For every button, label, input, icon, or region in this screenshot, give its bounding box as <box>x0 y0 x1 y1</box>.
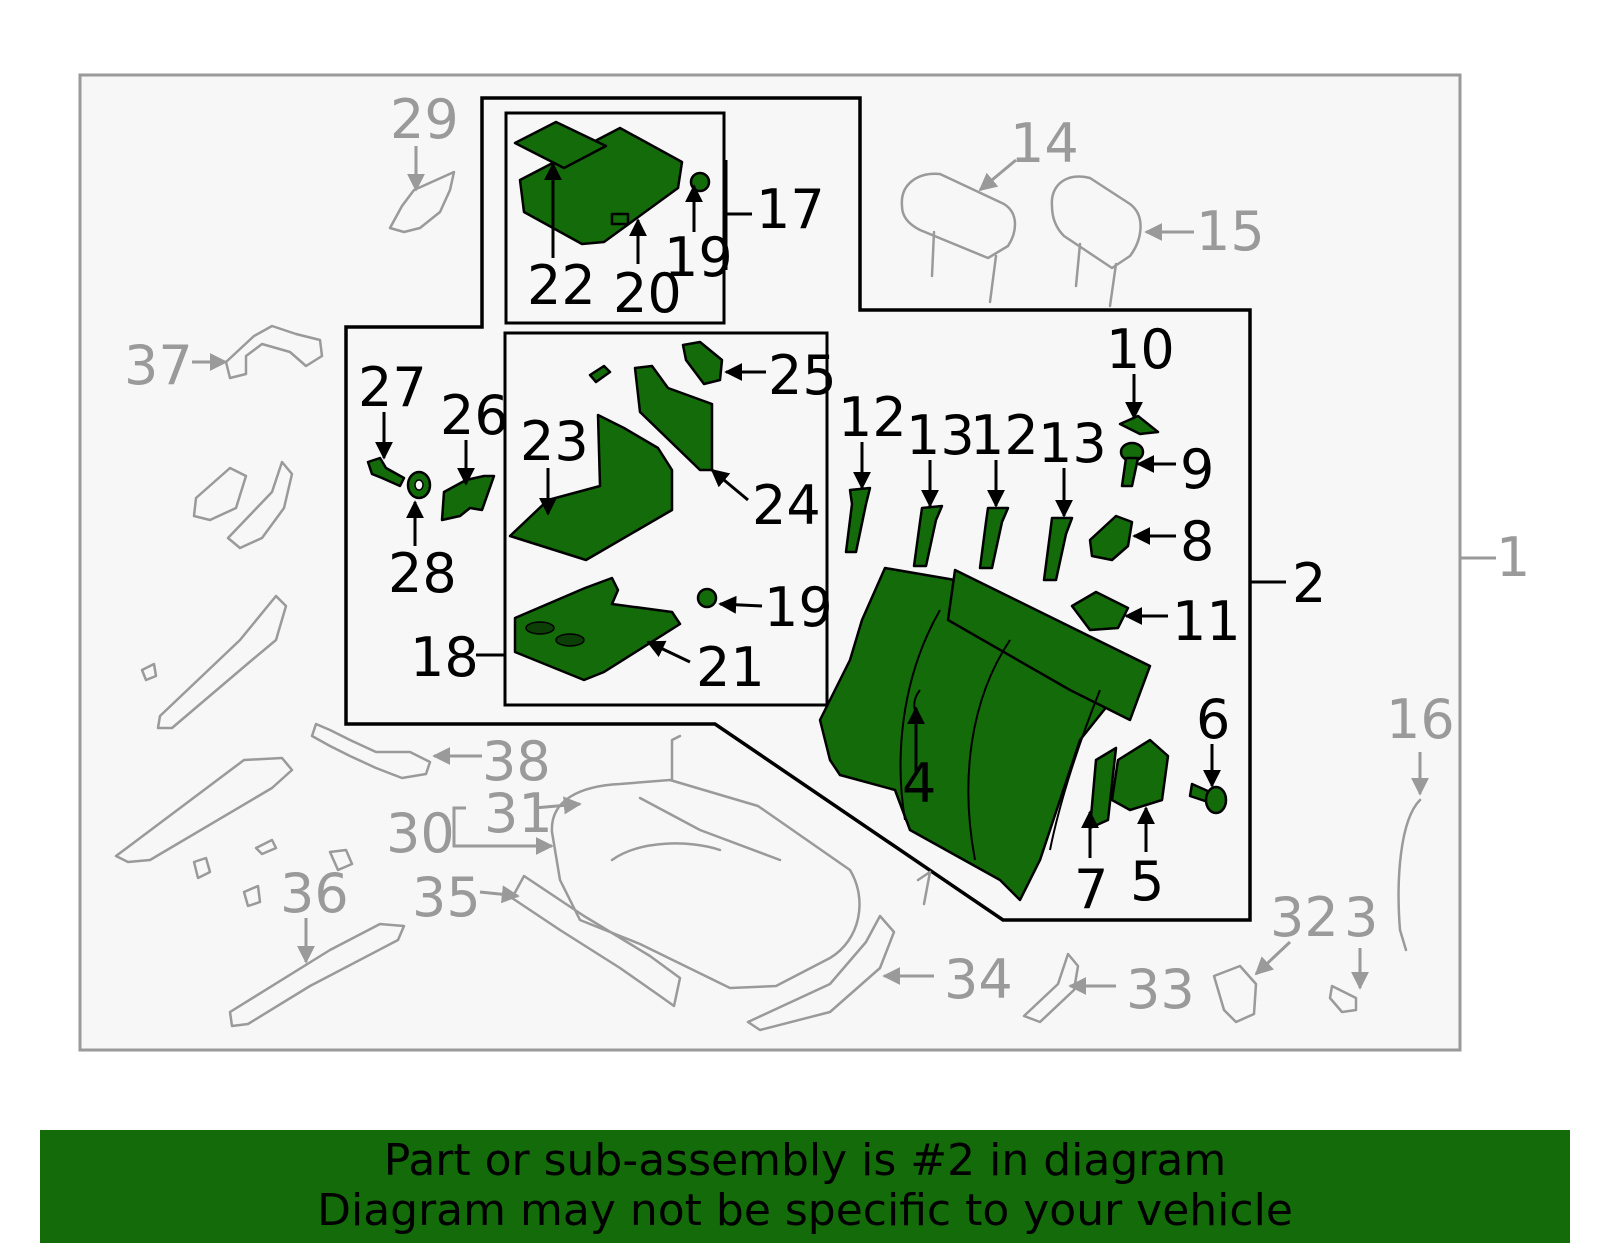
armrest-upper-22-20 <box>513 120 684 246</box>
label-14: 14 <box>1010 112 1079 175</box>
guides-12-13 <box>844 486 1074 582</box>
latch-5-7 <box>1088 738 1170 830</box>
info-banner: Part or sub-assembly is #2 in diagram Di… <box>40 1130 1570 1243</box>
label-10: 10 <box>1106 318 1175 381</box>
trim-34 <box>746 870 932 1032</box>
small-clips <box>192 838 354 908</box>
label-26: 26 <box>440 384 509 447</box>
tray-23 <box>508 413 674 562</box>
banner-line-2: Diagram may not be specific to your vehi… <box>317 1185 1293 1236</box>
bracket-29 <box>388 170 456 234</box>
label-30: 30 <box>386 802 455 865</box>
label-37: 37 <box>124 334 193 397</box>
label-27: 27 <box>358 356 427 419</box>
rail-36 <box>228 922 406 1028</box>
label-3: 3 <box>1344 886 1378 949</box>
bolt-25 <box>681 340 724 386</box>
label-34: 34 <box>944 948 1013 1011</box>
label-17: 17 <box>756 178 825 241</box>
trim-33 <box>1022 952 1080 1024</box>
label-1: 1 <box>1496 526 1530 589</box>
latch-8 <box>1088 514 1134 562</box>
label-15: 15 <box>1196 200 1265 263</box>
bracket-37 <box>224 324 324 380</box>
label-5: 5 <box>1130 850 1164 913</box>
armrest-box-17 <box>504 111 726 325</box>
label-8: 8 <box>1180 510 1214 573</box>
bolt-3 <box>1328 984 1358 1014</box>
label-35: 35 <box>412 866 481 929</box>
cupholder-21 <box>513 576 682 682</box>
label-25: 25 <box>768 344 837 407</box>
leaders-highlighted <box>375 160 1286 858</box>
label-16: 16 <box>1386 688 1455 751</box>
label-6: 6 <box>1196 688 1230 751</box>
washer-28 <box>406 470 432 500</box>
label-4: 4 <box>902 752 936 815</box>
screw-small <box>588 364 612 384</box>
panel-24 <box>633 364 714 472</box>
label-12-b: 12 <box>970 404 1039 467</box>
rail-35 <box>510 874 682 1008</box>
label-13-a: 13 <box>906 404 975 467</box>
harness-38 <box>310 722 432 780</box>
seatback-4 <box>818 566 1152 902</box>
bracket-11 <box>1070 590 1130 632</box>
bolt-19-lower <box>696 587 718 609</box>
label-13-b: 13 <box>1038 412 1107 475</box>
callout-labels: 22 20 19 17 25 24 23 19 21 18 27 26 28 1… <box>124 88 1530 1021</box>
label-2: 2 <box>1292 552 1326 615</box>
label-20: 20 <box>613 262 682 325</box>
label-29: 29 <box>390 88 459 151</box>
label-18: 18 <box>410 626 479 689</box>
armrest-box-18 <box>503 331 829 707</box>
label-24: 24 <box>752 474 821 537</box>
label-9: 9 <box>1180 438 1214 501</box>
banner-line-1: Part or sub-assembly is #2 in diagram <box>383 1135 1227 1186</box>
label-12-a: 12 <box>838 386 907 449</box>
label-22: 22 <box>527 254 596 317</box>
label-19-lower: 19 <box>764 576 833 639</box>
strap-16 <box>1397 798 1422 952</box>
label-36: 36 <box>280 862 349 925</box>
label-7: 7 <box>1074 858 1108 921</box>
label-28: 28 <box>388 542 457 605</box>
label-33: 33 <box>1126 958 1195 1021</box>
label-23: 23 <box>520 410 589 473</box>
label-32: 32 <box>1270 886 1339 949</box>
left-covers <box>114 460 294 864</box>
bracket-32 <box>1212 964 1258 1024</box>
label-38: 38 <box>482 730 551 793</box>
label-19-upper: 19 <box>664 226 733 289</box>
label-11: 11 <box>1172 590 1241 653</box>
label-21: 21 <box>696 636 765 699</box>
headrest-14 <box>900 172 1017 304</box>
label-31: 31 <box>484 782 553 845</box>
headrest-15 <box>1050 175 1142 308</box>
leaders-dimmed <box>192 146 1496 995</box>
bolt-9 <box>1119 441 1145 488</box>
